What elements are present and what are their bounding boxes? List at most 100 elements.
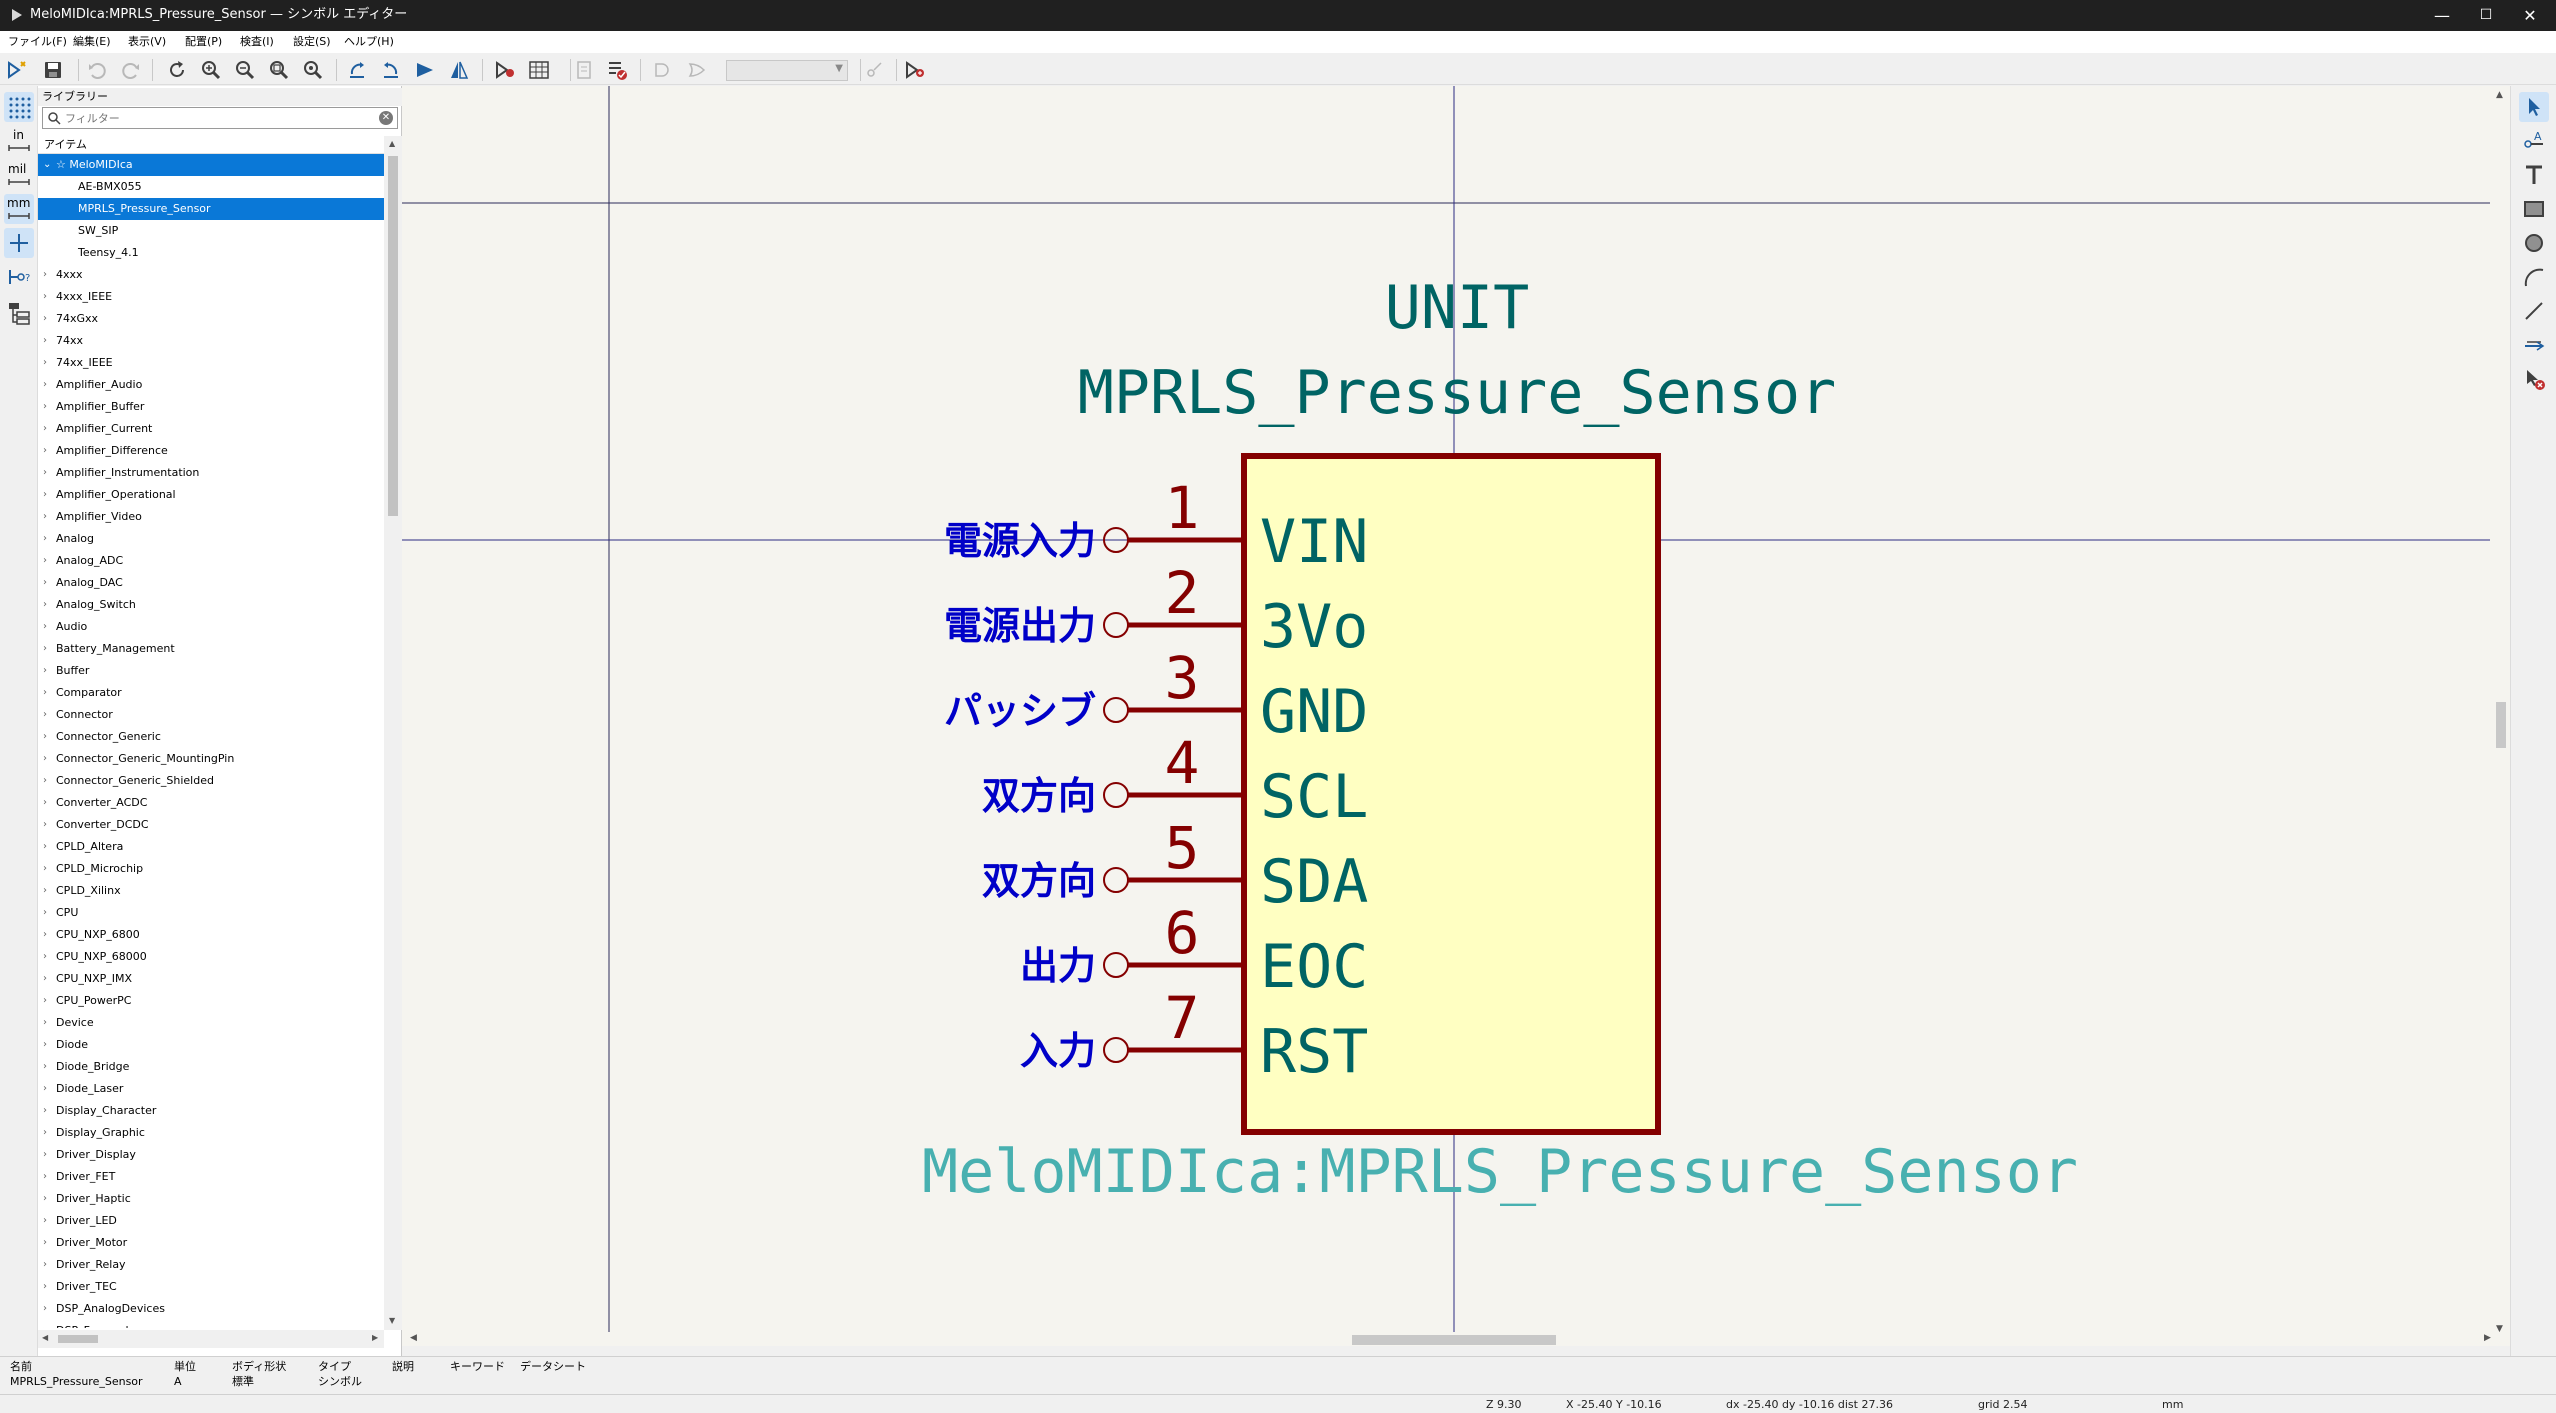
chevron-right-icon[interactable]: › (43, 1320, 53, 1328)
scroll-left-icon[interactable]: ◀ (42, 1333, 49, 1342)
menu-preferences[interactable]: 設定(S) (293, 35, 331, 48)
chevron-right-icon[interactable]: › (43, 1149, 47, 1160)
alternate-body-style-button[interactable] (684, 57, 710, 83)
chevron-right-icon[interactable]: › (43, 1061, 47, 1072)
tree-library-item[interactable]: ›Converter_DCDC (38, 814, 384, 836)
tree-library-item[interactable]: ›Driver_LED (38, 1210, 384, 1232)
tree-library-item[interactable]: ›Display_Graphic (38, 1122, 384, 1144)
maximize-button[interactable]: ☐ (2479, 7, 2493, 23)
tree-library-item[interactable]: ›Amplifier_Audio (38, 374, 384, 396)
tree-library-item[interactable]: ›Display_Character (38, 1100, 384, 1122)
chevron-right-icon[interactable]: › (43, 291, 47, 302)
grid-toggle-button[interactable] (4, 92, 34, 122)
chevron-right-icon[interactable]: › (43, 555, 47, 566)
tree-library-item[interactable]: ›DSP_AnalogDevices (38, 1298, 384, 1320)
pin-connection-point[interactable] (1103, 697, 1129, 723)
library-filter[interactable]: ✕ (42, 107, 398, 129)
chevron-right-icon[interactable]: › (43, 379, 47, 390)
tree-library-item[interactable]: ›Diode_Bridge (38, 1056, 384, 1078)
tree-library-item[interactable]: ›Driver_Display (38, 1144, 384, 1166)
tree-library-item[interactable]: ›74xx (38, 330, 384, 352)
zoom-fit-button[interactable] (266, 57, 292, 83)
menu-view[interactable]: 表示(V) (128, 35, 167, 48)
tree-symbol-item[interactable]: SW_SIP (38, 220, 384, 242)
add-circle-button[interactable] (2519, 228, 2549, 258)
tree-library-item[interactable]: ›Amplifier_Difference (38, 440, 384, 462)
tree-library-item[interactable]: ›Device (38, 1012, 384, 1034)
scroll-right-icon[interactable]: ▶ (372, 1333, 379, 1342)
scrollbar-thumb[interactable] (388, 156, 398, 516)
pin-connection-point[interactable] (1103, 952, 1129, 978)
tree-library-item[interactable]: ›CPLD_Altera (38, 836, 384, 858)
menu-place[interactable]: 配置(P) (185, 35, 223, 48)
chevron-right-icon[interactable]: › (43, 1259, 47, 1270)
chevron-right-icon[interactable]: › (43, 665, 47, 676)
chevron-right-icon[interactable]: › (43, 621, 47, 632)
scroll-up-icon[interactable]: ▲ (389, 139, 396, 148)
clear-filter-icon[interactable]: ✕ (379, 111, 393, 125)
tree-library-item[interactable]: ›Driver_TEC (38, 1276, 384, 1298)
scroll-down-icon[interactable]: ▼ (389, 1316, 396, 1325)
menu-inspect[interactable]: 検査(I) (240, 35, 274, 48)
chevron-right-icon[interactable]: › (43, 1039, 47, 1050)
chevron-right-icon[interactable]: › (43, 1303, 47, 1314)
show-pin-electrical-type-button[interactable]: ? (4, 262, 34, 292)
chevron-right-icon[interactable]: › (43, 885, 47, 896)
add-arc-button[interactable] (2519, 262, 2549, 292)
pin-connection-point[interactable] (1103, 782, 1129, 808)
chevron-right-icon[interactable]: › (43, 753, 47, 764)
chevron-right-icon[interactable]: › (43, 423, 47, 434)
add-pin-button[interactable]: A (2519, 126, 2549, 156)
tree-library-item[interactable]: ›Analog_DAC (38, 572, 384, 594)
chevron-right-icon[interactable]: › (43, 1083, 47, 1094)
tree-library-item[interactable]: ›Driver_FET (38, 1166, 384, 1188)
tree-library-item[interactable]: ›Diode (38, 1034, 384, 1056)
chevron-right-icon[interactable]: › (43, 797, 47, 808)
chevron-right-icon[interactable]: › (43, 775, 47, 786)
tree-library-item[interactable]: ›Amplifier_Buffer (38, 396, 384, 418)
filter-input[interactable] (65, 110, 365, 126)
menu-help[interactable]: ヘルプ(H) (344, 35, 394, 48)
menu-file[interactable]: ファイル(F) (8, 35, 67, 48)
convert-body-style-button[interactable] (650, 57, 676, 83)
rotate-ccw-button[interactable] (344, 57, 370, 83)
tree-library-item[interactable]: ›Connector_Generic_MountingPin (38, 748, 384, 770)
chevron-right-icon[interactable]: › (43, 841, 47, 852)
chevron-right-icon[interactable]: › (43, 995, 47, 1006)
tree-library-item[interactable]: ›74xx_IEEE (38, 352, 384, 374)
tree-library-item[interactable]: ›CPU_NXP_6800 (38, 924, 384, 946)
reference-field[interactable]: UNIT (1385, 273, 1530, 343)
zoom-selection-button[interactable] (300, 57, 326, 83)
chevron-right-icon[interactable]: › (43, 643, 47, 654)
tree-library-item[interactable]: ›Amplifier_Instrumentation (38, 462, 384, 484)
tree-library-item[interactable]: ›4xxx_IEEE (38, 286, 384, 308)
chevron-right-icon[interactable]: › (43, 1215, 47, 1226)
scroll-right-icon[interactable]: ▶ (2484, 1333, 2491, 1343)
scrollbar-thumb[interactable] (58, 1335, 98, 1343)
units-millimeters-button[interactable]: mm (4, 194, 34, 224)
scroll-down-icon[interactable]: ▼ (2496, 1324, 2503, 1334)
chevron-right-icon[interactable]: › (43, 313, 47, 324)
tree-library-item[interactable]: ›CPU_NXP_68000 (38, 946, 384, 968)
close-button[interactable]: ✕ (2523, 6, 2537, 25)
chevron-right-icon[interactable]: › (43, 467, 47, 478)
chevron-right-icon[interactable]: › (43, 1127, 47, 1138)
select-tool-button[interactable] (2519, 92, 2549, 122)
unit-selector-dropdown[interactable]: ▼ (726, 60, 848, 81)
pin-connection-point[interactable] (1103, 1037, 1129, 1063)
chevron-right-icon[interactable]: › (43, 533, 47, 544)
tree-library-meloMIDIca[interactable]: ⌄☆ MeloMIDIca (38, 154, 384, 176)
tree-library-item[interactable]: ›74xGxx (38, 308, 384, 330)
chevron-right-icon[interactable]: › (43, 335, 47, 346)
chevron-right-icon[interactable]: › (43, 907, 47, 918)
pin-connection-point[interactable] (1103, 527, 1129, 553)
zoom-in-button[interactable] (198, 57, 224, 83)
tree-library-item[interactable]: ›Analog (38, 528, 384, 550)
tree-library-item[interactable]: ›Battery_Management (38, 638, 384, 660)
chevron-right-icon[interactable]: › (43, 577, 47, 588)
zoom-out-button[interactable] (232, 57, 258, 83)
delete-tool-button[interactable] (2519, 364, 2549, 394)
chevron-down-icon[interactable]: ⌄ (43, 159, 52, 170)
